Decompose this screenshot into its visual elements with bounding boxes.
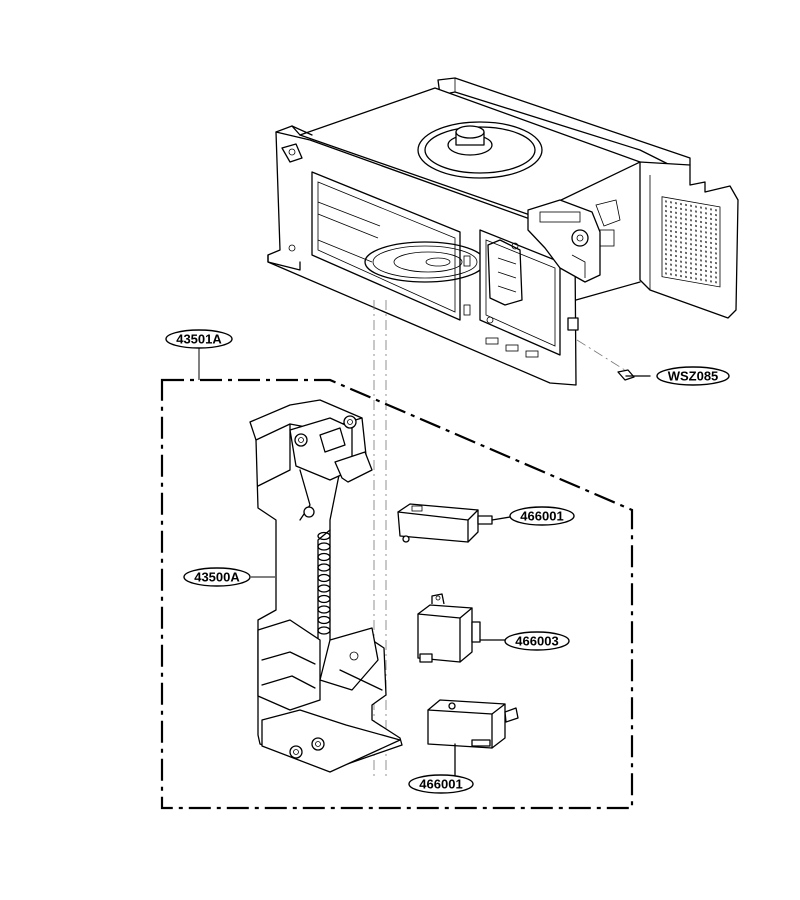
- switch-middle-part: [417, 593, 506, 663]
- label-assembly-43501A: 43501A: [165, 329, 233, 349]
- vent-grid: [665, 200, 717, 284]
- label-text-switch-middle: 466003: [515, 634, 558, 649]
- label-switch-upper-466001: 466001: [509, 506, 575, 526]
- screw-part: [617, 369, 651, 381]
- label-text-assembly: 43501A: [176, 332, 222, 347]
- leader-lines: [198, 347, 275, 578]
- label-text-latch-board: 43500A: [194, 570, 240, 585]
- switch-upper-part: [397, 503, 511, 543]
- oven-cavity-assembly: [267, 77, 739, 386]
- label-switch-middle-466003: 466003: [504, 631, 570, 651]
- label-screw-WSZ085: WSZ085: [656, 366, 730, 386]
- label-text-screw: WSZ085: [668, 369, 719, 384]
- switch-lower-part: [427, 699, 519, 777]
- assembly-boundary: [160, 378, 634, 810]
- label-text-switch-upper: 466001: [520, 509, 563, 524]
- label-latch-board-43500A: 43500A: [183, 567, 251, 587]
- label-text-switch-lower: 466001: [419, 777, 462, 792]
- latch-board-part: [249, 399, 403, 773]
- label-switch-lower-466001: 466001: [408, 774, 474, 794]
- rack-teeth: [317, 531, 331, 635]
